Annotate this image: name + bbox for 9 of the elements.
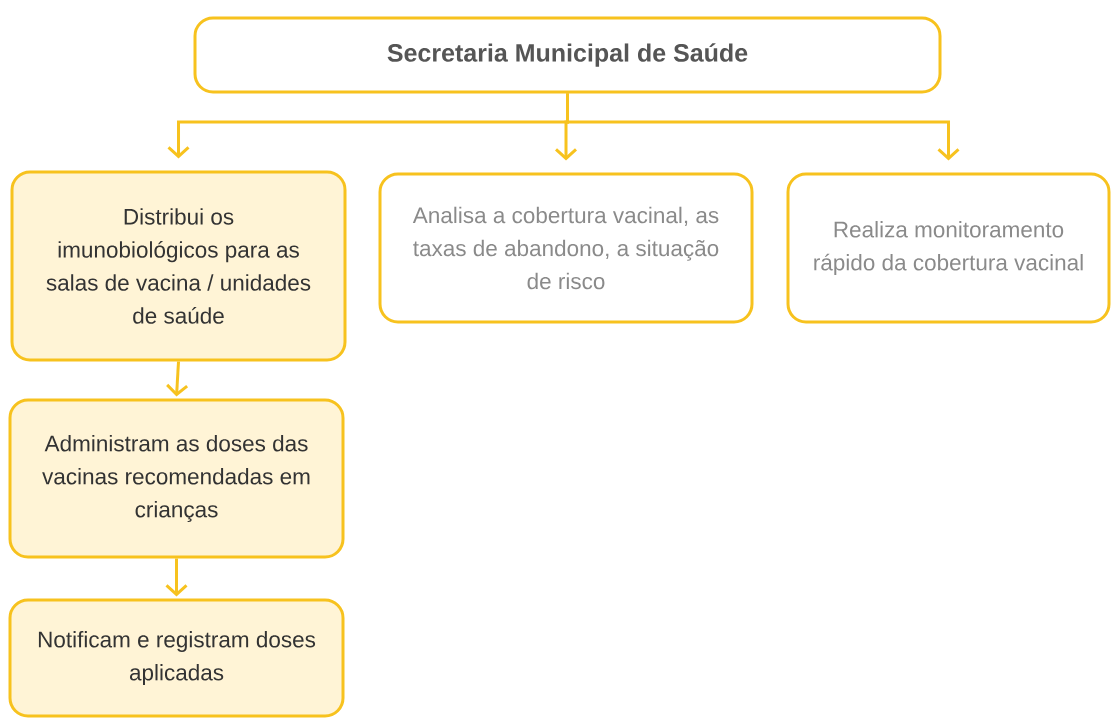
process-box: Notificam e registram doses aplicadas (8, 598, 345, 718)
process-box: Administram as doses das vacinas recomendadas em crianças (8, 398, 345, 559)
process-box: Realiza monitoramento rápido da cobertura vacinal (786, 172, 1111, 324)
title-box: Secretaria Municipal de Saúde (193, 16, 942, 94)
arrow (165, 558, 188, 597)
process-box: Analisa a cobertura vacinal, as taxas de abandono, a situação de risco (378, 172, 754, 324)
arrow (166, 361, 189, 397)
arrow (566, 93, 960, 161)
process-box: Distribui os imunobiológicos para as salas de vacina / unidades de saúde (10, 170, 347, 362)
